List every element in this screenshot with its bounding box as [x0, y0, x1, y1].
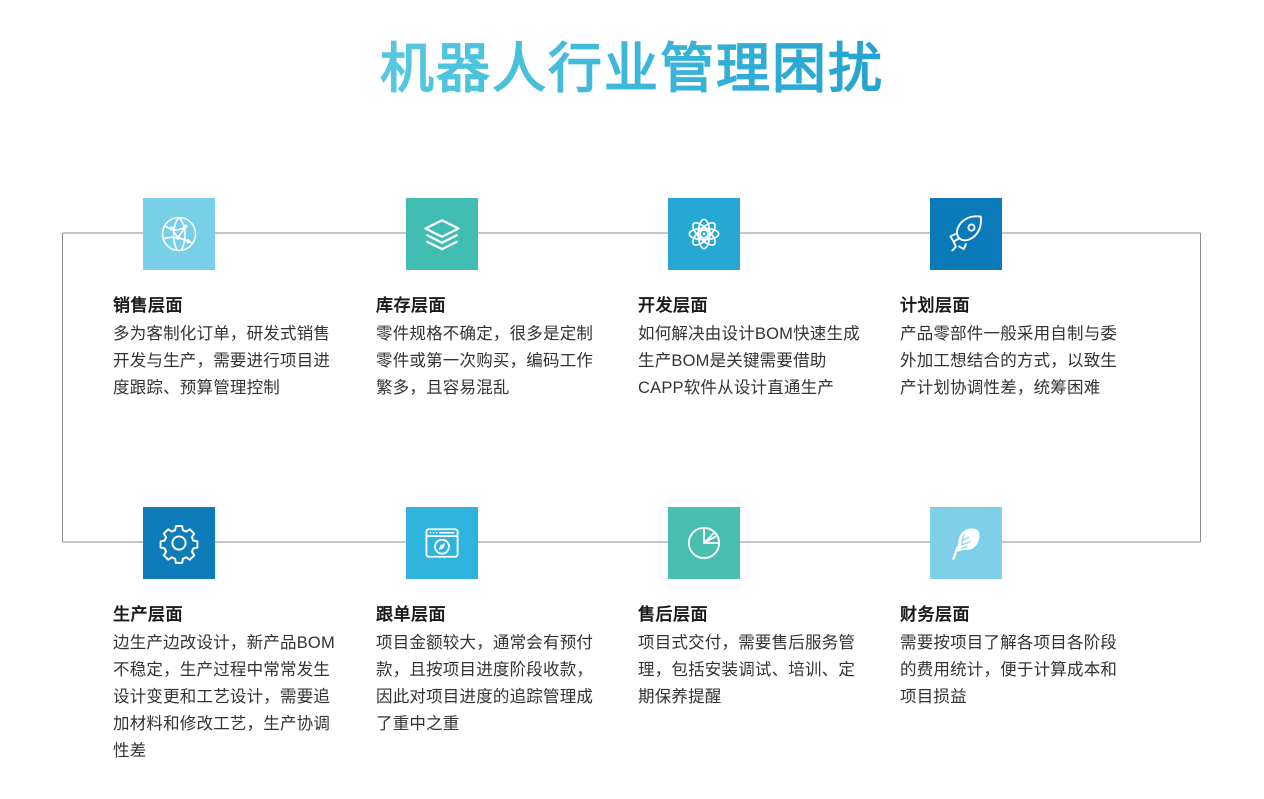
card-body-development: 如何解决由设计BOM快速生成生产BOM是关键需要借助CAPP软件从设计直通生产 [638, 325, 860, 397]
card-title-finance: 财务层面 [900, 605, 970, 624]
card-planning: 计划层面 产品零部件一般采用自制与委外加工想结合的方式，以致生产计划协调性差，统… [900, 198, 1130, 402]
card-after-sales: 售后层面 项目式交付，需要售后服务管理，包括安装调试、培训、定期保养提醒 [638, 507, 868, 711]
card-inventory: 库存层面 零件规格不确定，很多是定制零件或第一次购买，编码工作繁多，且容易混乱 [376, 198, 606, 402]
card-body-planning: 产品零部件一般采用自制与委外加工想结合的方式，以致生产计划协调性差，统筹困难 [900, 325, 1118, 397]
icon-box-inventory [406, 198, 478, 270]
card-sales: 销售层面 多为客制化订单，研发式销售开发与生产，需要进行项目进度跟踪、预算管理控… [113, 198, 343, 402]
card-title-order-tracking: 跟单层面 [376, 605, 446, 624]
layers-stack-icon [424, 219, 460, 251]
gear-icon [159, 525, 199, 564]
card-body-sales: 多为客制化订单，研发式销售开发与生产，需要进行项目进度跟踪、预算管理控制 [113, 325, 331, 397]
card-title-after-sales: 售后层面 [638, 605, 708, 624]
card-body-production: 边生产边改设计，新产品BOM不稳定，生产过程中常常发生设计变更和工艺设计，需要追… [113, 634, 335, 760]
browser-compass-icon [425, 528, 459, 558]
icon-box-sales [143, 198, 215, 270]
icon-box-finance [930, 507, 1002, 579]
page-title: 机器人行业管理困扰 [0, 36, 1264, 102]
card-body-after-sales: 项目式交付，需要售后服务管理，包括安装调试、培训、定期保养提醒 [638, 634, 856, 706]
card-body-order-tracking: 项目金额较大，通常会有预付款，且按项目进度阶段收款，因此对项目进度的追踪管理成了… [376, 634, 594, 733]
globe-network-icon [161, 216, 197, 252]
card-title-inventory: 库存层面 [376, 296, 446, 315]
card-title-development: 开发层面 [638, 296, 708, 315]
icon-box-after-sales [668, 507, 740, 579]
card-body-finance: 需要按项目了解各项目各阶段的费用统计，便于计算成本和项目损益 [900, 634, 1118, 706]
icon-box-planning [930, 198, 1002, 270]
card-title-sales: 销售层面 [113, 296, 183, 315]
pie-chart-icon [687, 526, 721, 560]
icon-box-development [668, 198, 740, 270]
card-production: 生产层面 边生产边改设计，新产品BOM不稳定，生产过程中常常发生设计变更和工艺设… [113, 507, 343, 765]
atom-icon [688, 218, 720, 250]
card-title-production: 生产层面 [113, 605, 183, 624]
rocket-icon [949, 215, 982, 252]
feather-icon [952, 528, 980, 560]
icon-box-order-tracking [406, 507, 478, 579]
card-body-inventory: 零件规格不确定，很多是定制零件或第一次购买，编码工作繁多，且容易混乱 [376, 325, 594, 397]
card-finance: 财务层面 需要按项目了解各项目各阶段的费用统计，便于计算成本和项目损益 [900, 507, 1130, 711]
card-order-tracking: 跟单层面 项目金额较大，通常会有预付款，且按项目进度阶段收款，因此对项目进度的追… [376, 507, 606, 738]
card-title-planning: 计划层面 [900, 296, 970, 315]
icon-box-production [143, 507, 215, 579]
card-development: 开发层面 如何解决由设计BOM快速生成生产BOM是关键需要借助CAPP软件从设计… [638, 198, 868, 402]
